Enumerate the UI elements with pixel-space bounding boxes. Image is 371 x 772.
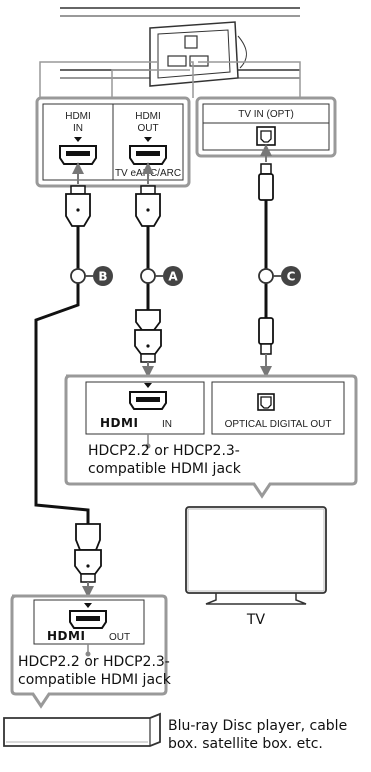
rear-optical-port [184,35,198,49]
badge-c: C [258,266,301,286]
hdmi-out-label-2: OUT [137,123,158,134]
hdmi-in-label-1: HDMI [65,111,91,122]
player-hdcp-note-1: HDCP2.2 or HDCP2.3- [18,654,170,670]
soundbar-optical-panel: TV IN (OPT) [195,96,337,158]
optical-in-port-icon [256,126,276,146]
badge-b-text: B [98,270,107,284]
tv-panel: HDMI IN OPTICAL DIGITAL OUT HDCP2.2 or H… [64,374,358,499]
tv-hdmi-logo: HDMI [100,416,138,430]
badge-a: A [140,266,183,286]
badge-c-text: C [287,270,296,284]
tv-optical-label: OPTICAL DIGITAL OUT [225,419,332,430]
player-hdcp-note-2: compatible HDMI jack [18,672,172,688]
cable-a [134,162,162,378]
player-label-1: Blu-ray Disc player, cable [168,718,347,734]
badge-b: B [70,266,113,286]
hdmi-out-port-icon [129,145,167,165]
soundbar-body [60,7,300,87]
player-hdmi-out-label: OUT [109,632,130,643]
zoom-guides [39,61,301,98]
hdmi-in-label-2: IN [73,123,83,134]
tv-icon [185,506,327,605]
hdmi-in-port-icon [59,145,97,165]
player-hdmi-port-icon [69,610,107,629]
tv-hdmi-port-icon [129,391,167,410]
tv-label: TV [246,612,266,628]
hdmi-in-arrow-icon [74,137,82,142]
badge-a-text: A [168,270,178,284]
player-label-2: box. satellite box. etc. [168,736,323,752]
tv-hdmi-arrow-icon [144,383,152,388]
tv-hdcp-note-2: compatible HDMI jack [88,461,242,477]
hdmi-out-arrow-icon [144,137,152,142]
cable-b [34,162,102,598]
player-panel: HDMI OUT HDCP2.2 or HDCP2.3- compatible … [10,594,172,709]
tv-optical-port-icon [257,393,275,411]
player-device-icon [3,712,161,747]
player-hdmi-logo: HDMI [47,629,85,643]
hdmi-out-label-1: HDMI [135,111,161,122]
rear-hdmi-port-2 [189,55,209,67]
cable-c [258,144,274,378]
rear-hdmi-port-1 [167,55,187,67]
tv-hdmi-in-label: IN [162,419,172,430]
soundbar-hdmi-panel: HDMI IN HDMI OUT TV eARC/ARC [35,96,191,188]
tv-hdcp-note-1: HDCP2.2 or HDCP2.3- [88,443,240,459]
player-hdmi-arrow-icon [84,603,92,608]
tv-in-opt-label: TV IN (OPT) [238,109,294,120]
